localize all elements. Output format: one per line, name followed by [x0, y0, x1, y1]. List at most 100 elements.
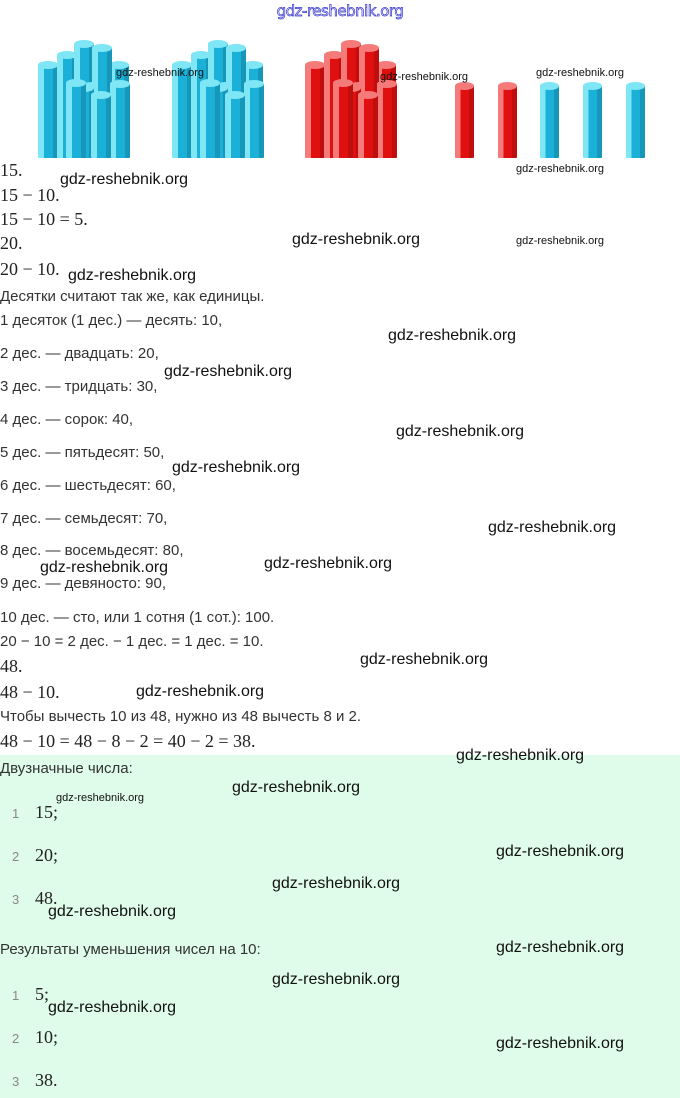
rod-cap	[191, 51, 211, 59]
watermark: gdz-reshebnik.org	[56, 792, 145, 804]
rod-cap	[38, 61, 58, 69]
rod-cap	[109, 61, 130, 69]
answer-heading: Результаты уменьшения чисел на 10:	[0, 941, 261, 958]
text-line: 15.	[0, 160, 23, 180]
watermark: gdz-reshebnik.org	[116, 67, 205, 79]
watermark: gdz-reshebnik.org	[40, 559, 169, 576]
text-line: 2 дес. — двадцать: 20,	[0, 345, 159, 362]
watermark: gdz-reshebnik.org	[232, 779, 361, 796]
list-number: 3	[12, 892, 20, 907]
rod	[305, 65, 325, 158]
list-item: 20;	[35, 845, 59, 865]
list-number: 3	[12, 1074, 20, 1089]
rod-cap	[305, 61, 325, 69]
rod-cap	[376, 61, 397, 69]
text-line: 6 дес. — шестьдесят: 60,	[0, 477, 176, 494]
watermark: gdz-reshebnik.org	[272, 971, 401, 988]
list-number: 1	[12, 988, 20, 1003]
rod	[110, 84, 131, 158]
rod-cap	[243, 61, 264, 69]
text-line: 15 − 10 = 5.	[0, 209, 88, 229]
rod	[38, 65, 58, 158]
text-line: 48 − 10 = 48 − 8 − 2 = 40 − 2 = 38.	[0, 731, 256, 751]
rod-cap	[91, 91, 112, 99]
text-line: 15 − 10.	[0, 185, 60, 205]
watermark: gdz-reshebnik.org	[388, 327, 517, 344]
watermark: gdz-reshebnik.org	[172, 459, 301, 476]
text-line: 4 дес. — сорок: 40,	[0, 411, 134, 428]
watermark: gdz-reshebnik.org	[516, 163, 605, 175]
rod	[498, 86, 517, 158]
rod-cap	[172, 61, 192, 69]
list-number: 1	[12, 806, 20, 821]
rod-cap	[332, 79, 353, 87]
rod-cap	[208, 40, 229, 48]
rod	[332, 83, 353, 158]
rod-cap	[65, 79, 86, 87]
watermark: gdz-reshebnik.org	[264, 555, 393, 572]
watermark: gdz-reshebnik.org	[496, 1035, 625, 1052]
watermark: gdz-reshebnik.org	[136, 683, 265, 700]
list-number: 2	[12, 849, 20, 864]
text-line: Чтобы вычесть 10 из 48, нужно из 48 выче…	[0, 708, 362, 725]
rod-cap	[226, 44, 247, 52]
text-line: 7 дес. — семьдесят: 70,	[0, 510, 168, 527]
rod	[626, 86, 645, 158]
watermark: gdz-reshebnik.org	[60, 171, 189, 188]
rod	[225, 95, 246, 158]
list-item: 38.	[35, 1070, 58, 1090]
rod-cap	[583, 82, 602, 90]
rod-cap	[57, 51, 77, 59]
text-line: 8 дес. — восемьдесят: 80,	[0, 542, 184, 559]
watermark: gdz-reshebnik.org	[68, 267, 197, 284]
rod-cap	[225, 91, 246, 99]
watermark: gdz-reshebnik.org	[380, 71, 469, 83]
watermark: gdz-reshebnik.org	[496, 939, 625, 956]
rod	[244, 84, 265, 158]
list-item: 5;	[35, 984, 50, 1004]
rod	[455, 86, 474, 158]
watermark: gdz-reshebnik.org	[48, 903, 177, 920]
watermark: gdz-reshebnik.org	[292, 231, 421, 248]
watermark: gdz-reshebnik.org	[272, 875, 401, 892]
list-item: 10;	[35, 1027, 59, 1047]
rod	[199, 83, 220, 158]
rod-cap	[540, 82, 559, 90]
rod-cap	[324, 51, 344, 59]
rod-cap	[110, 80, 131, 88]
text-line: Десятки считают так же, как единицы.	[0, 288, 265, 305]
watermark: gdz-reshebnik.org	[396, 423, 525, 440]
answer-box	[0, 755, 680, 1098]
watermark: gdz-reshebnik.org	[516, 235, 605, 247]
list-item: 15;	[35, 802, 59, 822]
text-line: 48 − 10.	[0, 682, 60, 702]
rod-cap	[74, 40, 95, 48]
rod-cap	[359, 44, 380, 52]
text-line: 10 дес. — сто, или 1 сотня (1 сот.): 100…	[0, 609, 275, 626]
rod-cap	[244, 80, 265, 88]
rod-cap	[377, 80, 398, 88]
text-line: 20 − 10 = 2 дес. − 1 дес. = 1 дес. = 10.	[0, 633, 264, 650]
list-number: 2	[12, 1031, 20, 1046]
rod-cap	[341, 40, 362, 48]
watermark: gdz-reshebnik.org	[164, 363, 293, 380]
rod-cap	[358, 91, 379, 99]
watermark: gdz-reshebnik.org	[488, 519, 617, 536]
rod	[377, 84, 398, 158]
rod	[358, 95, 379, 158]
watermark: gdz-reshebnik.org	[48, 999, 177, 1016]
text-line: 3 дес. — тридцать: 30,	[0, 378, 158, 395]
watermark: gdz-reshebnik.org	[456, 747, 585, 764]
watermark: gdz-reshebnik.org	[496, 843, 625, 860]
rod-cap	[455, 82, 474, 90]
answer-heading: Двузначные числа:	[0, 760, 133, 777]
watermark: gdz-reshebnik.org	[360, 651, 489, 668]
rod	[65, 83, 86, 158]
site-header-watermark: gdz-reshebnik.org	[276, 2, 404, 21]
rod	[91, 95, 112, 158]
text-line: 1 десяток (1 дес.) — десять: 10,	[0, 312, 223, 329]
rod-cap	[199, 79, 220, 87]
text-line: 9 дес. — девяносто: 90,	[0, 575, 166, 592]
rod-cap	[92, 44, 113, 52]
